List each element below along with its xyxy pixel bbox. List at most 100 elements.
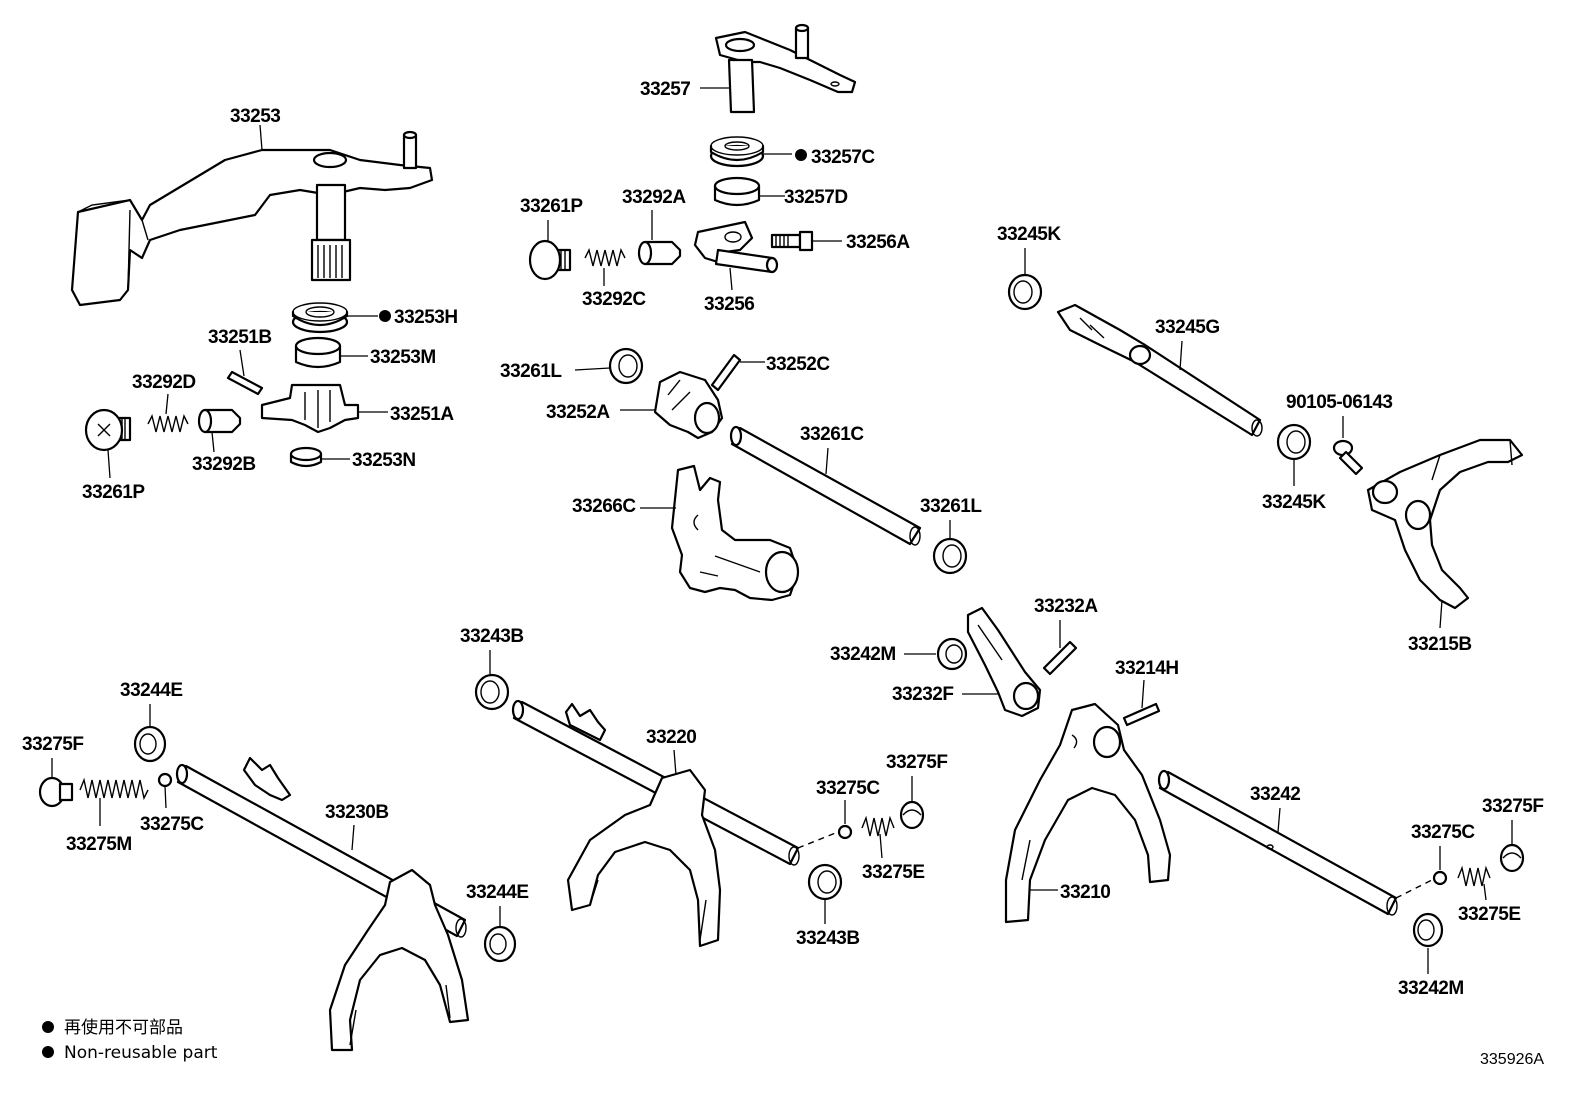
label-33252A: 33252A (546, 402, 610, 423)
bushing-33253N (289, 446, 323, 468)
spring-33275E-b (1457, 865, 1491, 887)
label-33245K-top: 33245K (997, 224, 1061, 245)
label-33253M: 33253M (370, 347, 436, 368)
bushing-33253M (294, 336, 342, 369)
label-33242: 33242 (1250, 784, 1300, 805)
label-33261P-left: 33261P (82, 482, 145, 503)
shift-fork-33220 (566, 768, 722, 948)
label-33256: 33256 (704, 294, 754, 315)
label-33292B: 33292B (192, 454, 256, 475)
non-reusable-dot-icon (42, 1021, 54, 1033)
label-33232A: 33232A (1034, 596, 1098, 617)
label-33275F-b: 33275F (886, 752, 947, 773)
shift-head-33232F (966, 606, 1042, 718)
label-33253: 33253 (230, 106, 280, 127)
ball-33275C-a (157, 772, 173, 788)
label-33243B-b: 33243B (796, 928, 860, 949)
alignment-line (797, 831, 839, 849)
non-reusable-dot-icon (795, 149, 807, 161)
label-33261C: 33261C (800, 424, 864, 445)
select-lever-33252A (653, 370, 724, 440)
label-33292D: 33292D (132, 372, 196, 393)
ball-33275C-c (1432, 870, 1448, 886)
legend: 再使用不可部品 Non-reusable part (42, 1017, 218, 1063)
shift-shaft-33242 (1157, 769, 1398, 916)
shift-shaft-33245G (1056, 303, 1263, 437)
ball-33275C-b (837, 824, 853, 840)
spring-33275M (79, 777, 149, 801)
label-33230B: 33230B (325, 802, 389, 823)
alignment-line (1395, 877, 1437, 899)
shift-head-33251A (260, 383, 360, 434)
bushing-33261L-a (608, 347, 644, 385)
label-33220: 33220 (646, 727, 696, 748)
label-33251A: 33251A (390, 404, 454, 425)
bushing-33242M-a (936, 637, 968, 671)
label-33292C: 33292C (582, 289, 646, 310)
bushing-33243B-b (807, 863, 843, 901)
shift-lever-33253 (70, 130, 434, 307)
label-33275M: 33275M (66, 834, 132, 855)
legend-japanese: 再使用不可部品 (64, 1017, 183, 1038)
label-33257: 33257 (640, 79, 690, 100)
bolt-33256A (770, 230, 814, 252)
label-33257D: 33257D (784, 187, 848, 208)
bushing-33244E-b (483, 925, 517, 963)
lever-33257 (714, 23, 857, 114)
label-33244E-a: 33244E (120, 680, 183, 701)
shift-fork-33230B (328, 868, 470, 1052)
plug-33275F-c (1499, 843, 1525, 873)
plunger-33292A (637, 240, 682, 266)
label-33275C-b: 33275C (816, 778, 880, 799)
label-33253H: 33253H (394, 307, 458, 328)
plunger-33292B (197, 408, 242, 434)
label-33292A: 33292A (622, 187, 686, 208)
label-33275E-b: 33275E (1458, 904, 1521, 925)
label-33257C: 33257C (811, 147, 875, 168)
non-reusable-dot-icon (379, 310, 391, 322)
label-33266C: 33266C (572, 496, 636, 517)
label-33243B-a: 33243B (460, 626, 524, 647)
spring-33292C (584, 247, 626, 267)
bushing-33245K-top (1007, 273, 1043, 311)
label-33275F-c: 33275F (1482, 796, 1543, 817)
label-33275C-c: 33275C (1411, 822, 1475, 843)
oil-seal-33253H (291, 302, 349, 334)
label-33261L-b: 33261L (920, 496, 982, 517)
label-33210: 33210 (1060, 882, 1110, 903)
label-33275F-a: 33275F (22, 734, 83, 755)
bushing-33257D (713, 176, 761, 207)
bushing-33242M-b (1412, 912, 1444, 948)
diagram-code: 335926A (1480, 1051, 1544, 1068)
pin-33214H (1122, 702, 1161, 727)
label-90105-06143: 90105-06143 (1286, 392, 1393, 413)
pin-33232A (1042, 640, 1078, 676)
pin-33252C (710, 353, 742, 392)
plug-33261P-mid (528, 239, 572, 281)
oil-seal-33257C (709, 136, 765, 168)
shift-shaft-33220 (511, 699, 800, 866)
spring-33292D (147, 413, 189, 433)
label-33261L-a: 33261L (500, 361, 562, 382)
interlock-plate-33266C (670, 464, 800, 602)
label-33251B: 33251B (208, 327, 272, 348)
plug-33261P-left (84, 408, 132, 452)
label-33275C-a: 33275C (140, 814, 204, 835)
label-33215B: 33215B (1408, 634, 1472, 655)
plug-33275F-a (38, 776, 74, 808)
label-33256A: 33256A (846, 232, 910, 253)
label-33253N: 33253N (352, 450, 416, 471)
label-33245G: 33245G (1155, 317, 1220, 338)
shift-inner-lever-33256 (693, 220, 779, 274)
legend-english: Non-reusable part (64, 1043, 218, 1063)
label-33244E-b: 33244E (466, 882, 529, 903)
label-33252C: 33252C (766, 354, 830, 375)
pin-33251B (226, 370, 264, 396)
bushing-33244E-a (133, 725, 167, 763)
shift-fork-33210 (1004, 702, 1172, 924)
spring-33275E-a (861, 815, 895, 837)
label-33232F: 33232F (892, 684, 953, 705)
label-33261P-mid: 33261P (520, 196, 583, 217)
bushing-33245K-bottom (1276, 423, 1312, 461)
